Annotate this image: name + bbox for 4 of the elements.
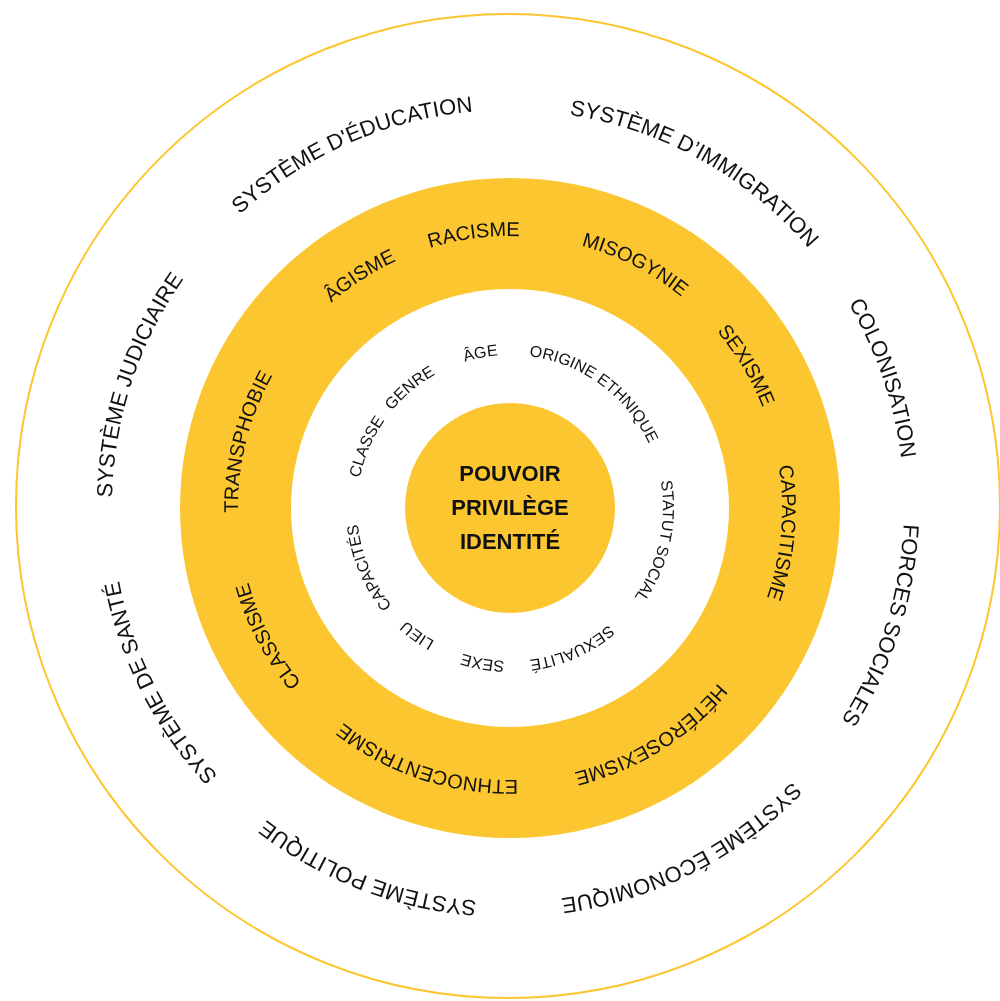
curved-label: RACISME [424, 217, 520, 252]
curved-label: SEXE [458, 650, 505, 675]
center-label: POUVOIR PRIVILÈGE IDENTITÉ [450, 460, 570, 556]
curved-label: ÂGE [461, 341, 499, 365]
